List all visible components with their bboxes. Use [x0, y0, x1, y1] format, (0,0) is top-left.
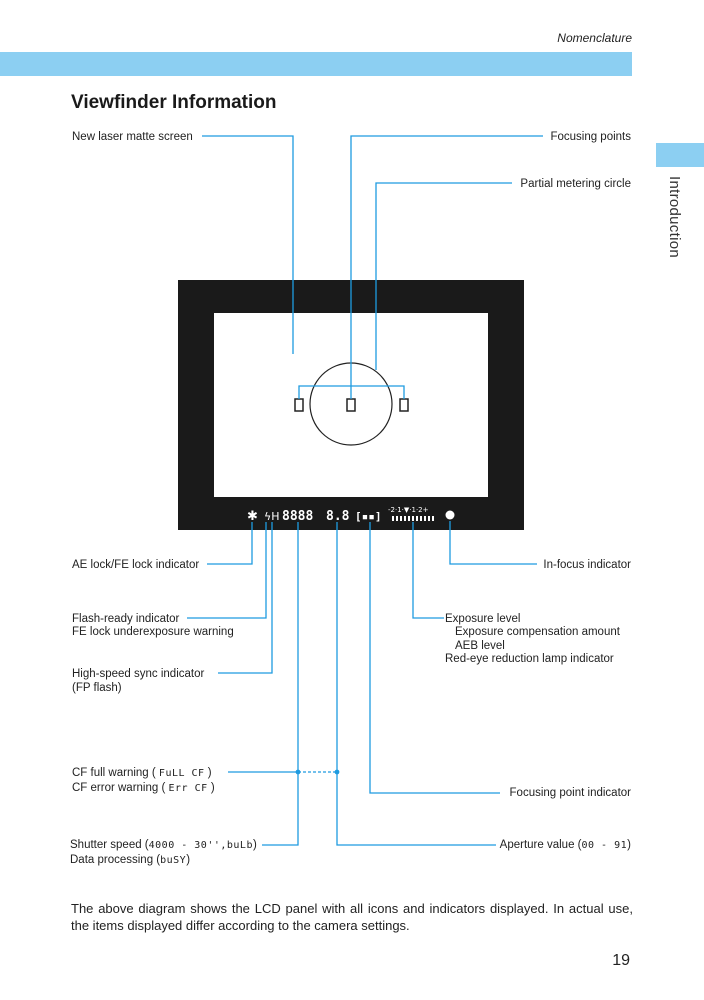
- label-fp-indicator: Focusing point indicator: [509, 787, 631, 799]
- label-red-eye: Red-eye reduction lamp indicator: [445, 653, 614, 665]
- leader-flash-ready: [187, 522, 267, 619]
- label-exposure-comp: Exposure compensation amount: [455, 626, 620, 638]
- leader-laser-matte: [202, 135, 294, 354]
- section-header: Nomenclature: [557, 31, 632, 45]
- label-data-processing: Data processing (buSY): [70, 853, 190, 868]
- flash-icon: ϟH: [264, 510, 280, 523]
- label-exposure-level: Exposure level: [445, 613, 521, 625]
- aperture-value: 00 - 91: [581, 840, 628, 851]
- cf-error-prefix: CF error warning (: [72, 782, 166, 794]
- leader-high-speed: [218, 522, 273, 674]
- ae-lock-star-icon: ✱: [247, 509, 258, 524]
- leader-focusing-points: [350, 135, 543, 399]
- label-cf-full: CF full warning ( FuLL CF ): [72, 766, 212, 781]
- lcd-exposure-scale: -2·1·▼·1·2+: [388, 506, 429, 514]
- description-paragraph: The above diagram shows the LCD panel wi…: [71, 901, 633, 933]
- lcd-shutter-digits: 8888: [282, 509, 313, 524]
- cf-error-close: ): [210, 782, 215, 794]
- shutter-prefix: Shutter speed (: [70, 839, 149, 851]
- page-number: 19: [612, 952, 630, 969]
- label-partial-metering: Partial metering circle: [520, 178, 631, 190]
- aperture-prefix: Aperture value (: [499, 839, 582, 851]
- aperture-close: ): [627, 839, 631, 851]
- label-aperture: Aperture value (00 - 91): [500, 838, 631, 853]
- cf-full-close: ): [207, 767, 212, 779]
- label-flash-ready: Flash-ready indicator: [72, 613, 180, 625]
- data-proc-prefix: Data processing (: [70, 854, 161, 866]
- leader-fp-indicator: [369, 522, 500, 794]
- label-focusing-points: Focusing points: [550, 131, 631, 143]
- header-bar: [0, 52, 632, 76]
- label-shutter: Shutter speed (4000 - 30'',buLb): [70, 838, 257, 853]
- label-high-speed: High-speed sync indicator: [72, 668, 205, 680]
- cf-error-value: Err CF: [168, 783, 208, 794]
- data-proc-value: buSY: [160, 855, 187, 866]
- side-tab-label: Introduction: [666, 176, 683, 258]
- lcd-scale-bars: [392, 516, 434, 521]
- in-focus-dot-icon: [445, 510, 455, 520]
- leader-ae-lock: [207, 522, 253, 565]
- leader-fp-left: [298, 385, 405, 399]
- cf-full-prefix: CF full warning (: [72, 767, 156, 779]
- leader-aperture: [336, 522, 496, 846]
- shutter-close: ): [252, 839, 257, 851]
- page-title: Viewfinder Information: [71, 92, 277, 113]
- label-fe-lock-under: FE lock underexposure warning: [72, 626, 234, 638]
- label-aeb-level: AEB level: [455, 640, 505, 652]
- leader-shutter: [262, 522, 299, 846]
- leader-partial-metering: [375, 182, 512, 370]
- cf-full-value: FuLL CF: [158, 768, 205, 779]
- data-proc-close: ): [186, 854, 191, 866]
- label-laser-matte: New laser matte screen: [72, 131, 193, 143]
- junction-dot-1: [295, 769, 301, 775]
- leader-in-focus: [449, 521, 537, 565]
- label-cf-error: CF error warning ( Err CF ): [72, 781, 215, 796]
- leader-exposure-level: [412, 522, 444, 619]
- lcd-aperture-digits: 8.8: [326, 509, 350, 524]
- junction-dot-2: [334, 769, 340, 775]
- label-fp-flash: (FP flash): [72, 682, 122, 694]
- lcd-fp-indicator: [▪▪]: [355, 510, 382, 523]
- shutter-value: 4000 - 30'',buLb: [148, 840, 253, 851]
- label-ae-lock: AE lock/FE lock indicator: [72, 559, 200, 571]
- label-in-focus: In-focus indicator: [543, 559, 631, 571]
- side-tab-marker: [656, 143, 704, 167]
